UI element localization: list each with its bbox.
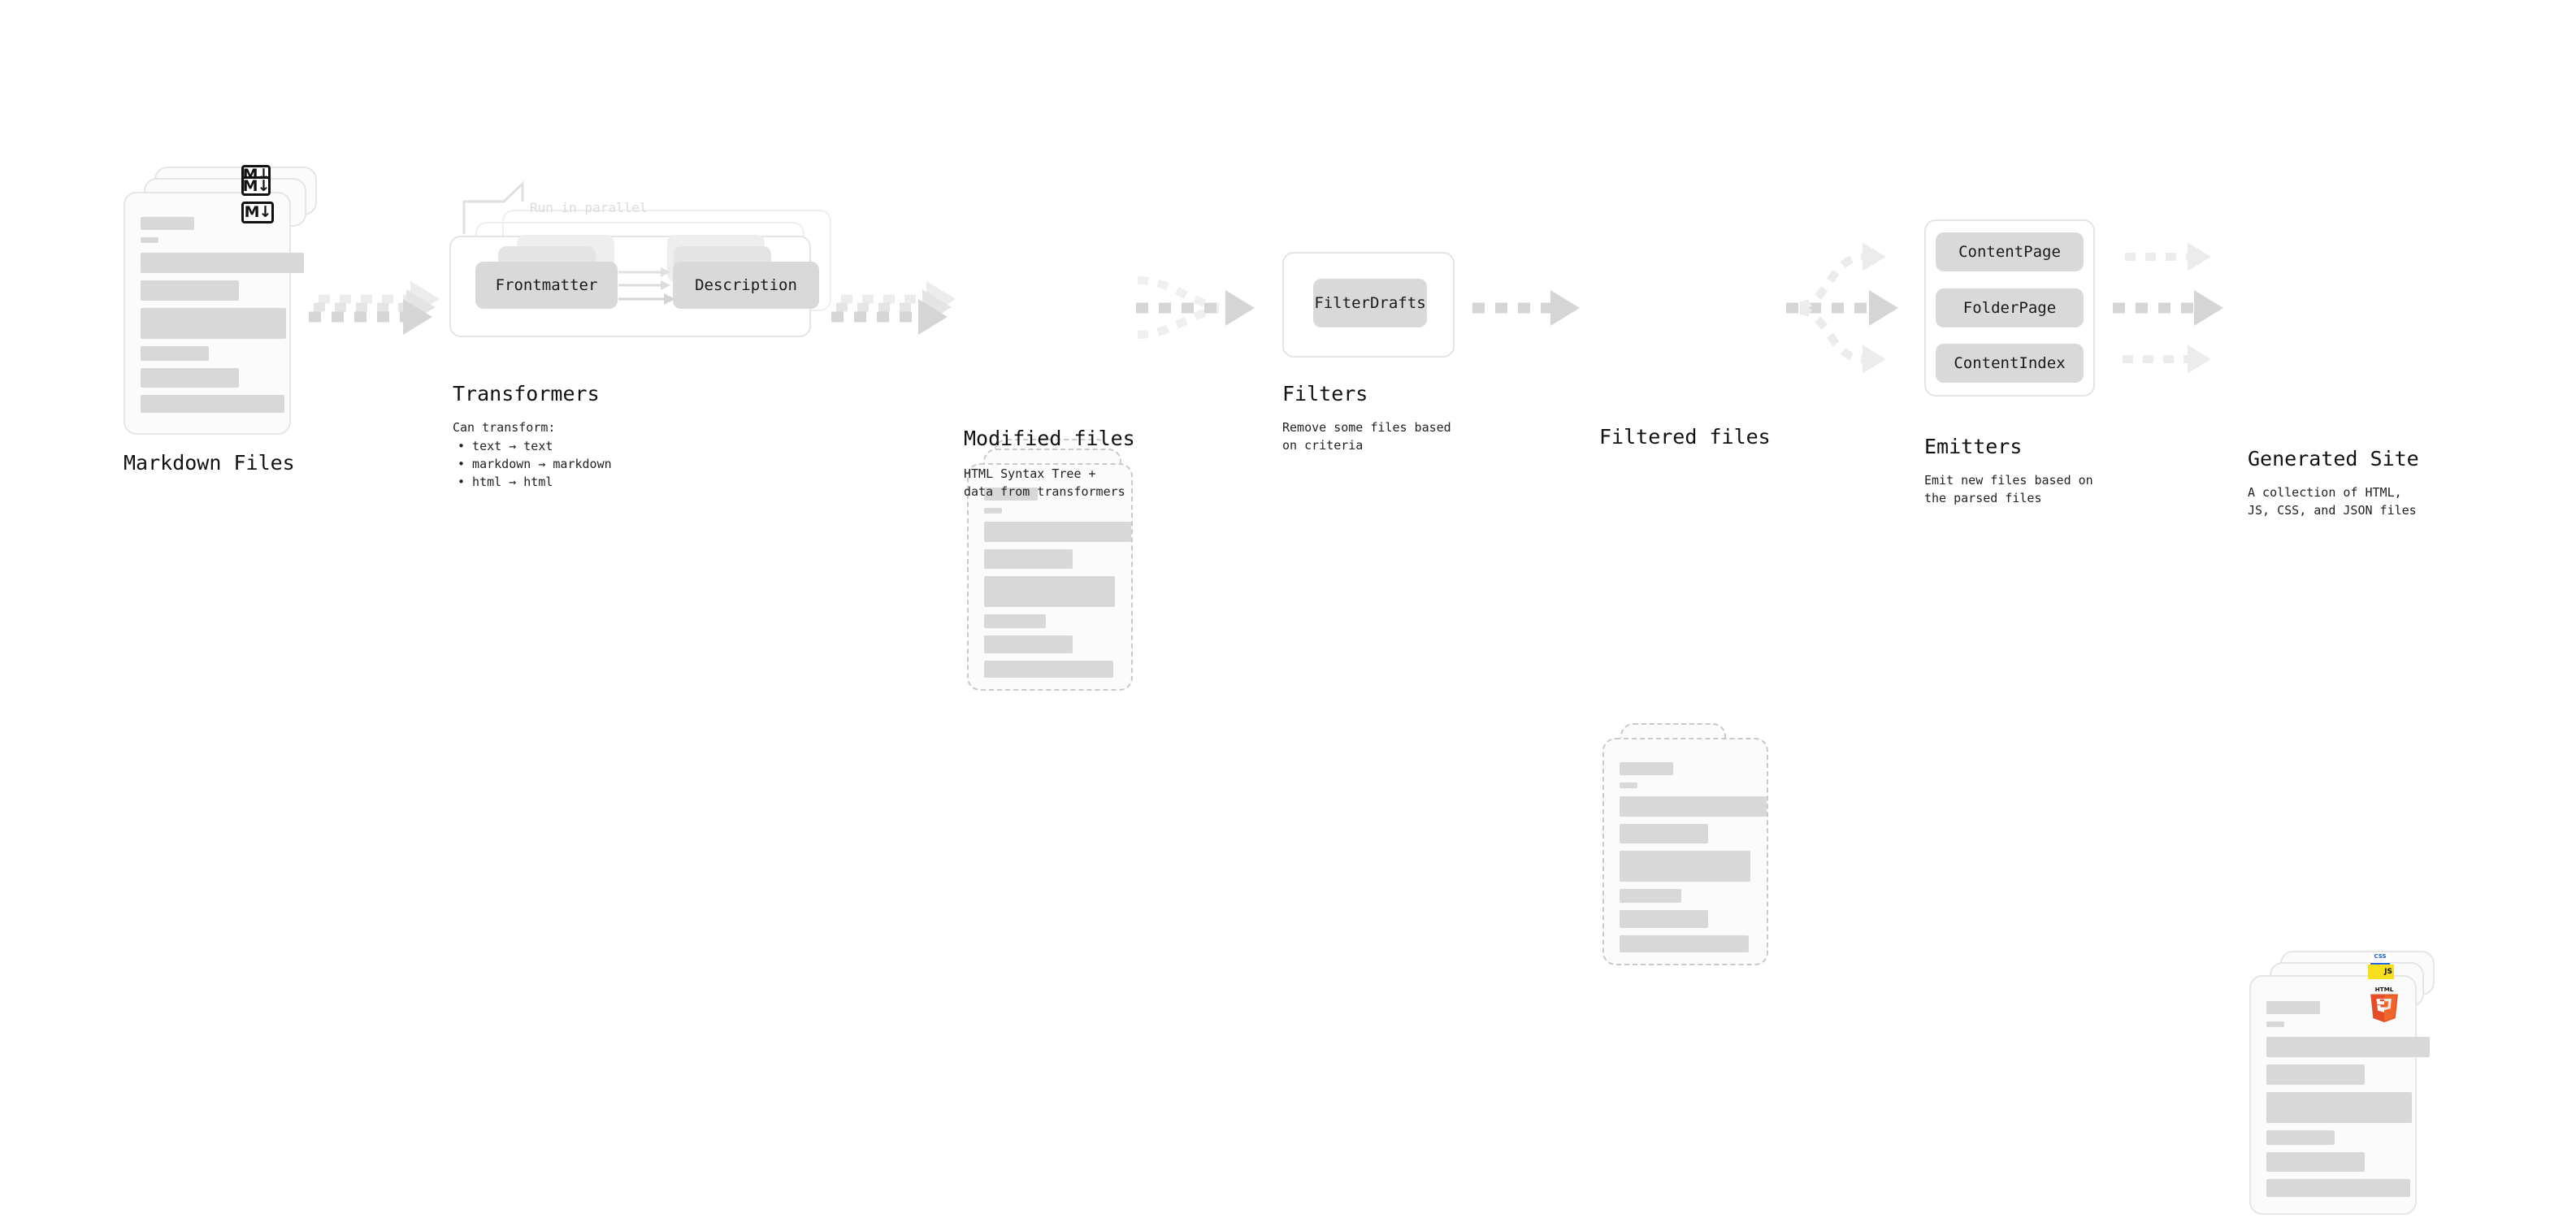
stage-title-filters: Filters [1282,382,1368,405]
stage-title-emitters: Emitters [1924,435,2023,458]
chip-frontmatter[interactable]: Frontmatter [475,262,618,309]
doc-placeholder-lines [141,217,304,420]
chip-label: FilterDrafts [1314,294,1426,312]
stage-generated-site: CSS JS HTML [2249,951,2444,1227]
chip-label: FolderPage [1962,299,2057,317]
stage-title-transformers: Transformers [453,382,600,405]
pipeline-diagram: M↓ M↓ M↓ Markdown Files [124,165,2435,1215]
placeholder-bar [984,488,1038,501]
placeholder-bar [2266,1130,2335,1145]
stage-subtitle-transformers: Can transform: [453,420,556,435]
placeholder-bar [2266,1064,2365,1085]
connector-transformers-to-modified [831,281,956,335]
placeholder-bar [2266,1001,2320,1014]
stage-filters: FilterDrafts [1282,252,1461,370]
placeholder-bar [984,522,1131,542]
placeholder-bar [1620,762,1673,775]
doc-placeholder-lines [1620,762,1767,960]
placeholder-bar [141,237,158,243]
stage-title-generated-site: Generated Site [2248,447,2419,470]
run-in-parallel-label: Run in parallel [530,200,648,215]
placeholder-bar [141,368,239,388]
stage-subtitle-filters: Remove some files based on criteria [1282,420,1451,453]
doc-placeholder-lines [2266,1001,2430,1204]
connector-modified-to-filters [1136,276,1255,339]
stage-markdown-files: M↓ M↓ M↓ [124,165,319,435]
chip-label: ContentPage [1958,243,2061,261]
stage-filtered-files [1602,723,1781,975]
markdown-badge-text-back1: M↓ [242,176,270,195]
bullet-item: • html → html [458,475,553,489]
chip-label: ContentIndex [1954,354,2066,372]
stage-subtitle-generated-site: A collection of HTML, JS, CSS, and JSON … [2248,485,2417,518]
stage-title-modified-files: Modified files [964,427,1135,450]
transformers-bullet-list: • text → text • markdown → markdown • ht… [458,437,612,491]
placeholder-bar [2266,1037,2430,1057]
markdown-badge-text: M↓ [244,203,272,221]
placeholder-bar [1620,889,1682,903]
svg-text:HTML: HTML [2375,986,2394,993]
placeholder-bar [984,508,1002,514]
placeholder-bar [984,661,1114,678]
placeholder-bar [984,576,1116,607]
placeholder-bar [1620,824,1708,843]
chip-label: Description [695,276,797,294]
javascript-icon: JS [2368,965,2394,979]
placeholder-bar [2266,1152,2365,1172]
placeholder-bar [2266,1021,2284,1027]
placeholder-bar [1620,796,1767,817]
connector-filters-to-filtered [1472,290,1580,326]
markdown-icon: M↓ [241,202,274,223]
stage-modified-files [967,439,1146,707]
placeholder-bar [141,346,210,361]
bullet-item: • markdown → markdown [458,457,612,471]
connector-emitters-to-site [2113,242,2223,374]
markdown-icon-back-1: M↓ [241,176,271,196]
placeholder-bar [1620,910,1708,928]
placeholder-bar [141,217,194,230]
chip-folderpage[interactable]: FolderPage [1936,288,2084,327]
connector-filtered-to-emitters [1786,242,1898,374]
placeholder-bar [2266,1179,2410,1197]
doc-placeholder-lines [984,488,1131,685]
placeholder-bar [984,635,1073,653]
stage-subtitle-modified-files: HTML Syntax Tree + data from transformer… [964,466,1125,499]
stage-subtitle-emitters: Emit new files based on the parsed files [1924,473,2093,505]
chip-filterdrafts[interactable]: FilterDrafts [1313,279,1427,327]
placeholder-bar [1620,783,1637,788]
placeholder-bar [141,253,304,273]
chip-description[interactable]: Description [673,262,819,309]
stage-transformers: Frontmatter Description [443,199,849,362]
stage-emitters: ContentPage FolderPage ContentIndex [1924,219,2111,406]
chip-label: Frontmatter [495,276,598,294]
placeholder-bar [2266,1092,2412,1123]
chip-contentpage[interactable]: ContentPage [1936,232,2084,271]
placeholder-bar [141,308,286,339]
transformer-inner-arrows [618,267,675,305]
placeholder-bar [1620,851,1751,882]
placeholder-bar [984,614,1047,628]
placeholder-bar [141,395,284,413]
connector-markdown-to-transformers [309,281,440,335]
stage-title-filtered-files: Filtered files [1599,425,1771,449]
placeholder-bar [141,280,239,301]
placeholder-bar [984,549,1073,569]
chip-contentindex[interactable]: ContentIndex [1936,344,2084,383]
bullet-item: • text → text [458,439,553,453]
stage-title-markdown-files: Markdown Files [124,451,295,475]
placeholder-bar [1620,935,1750,952]
